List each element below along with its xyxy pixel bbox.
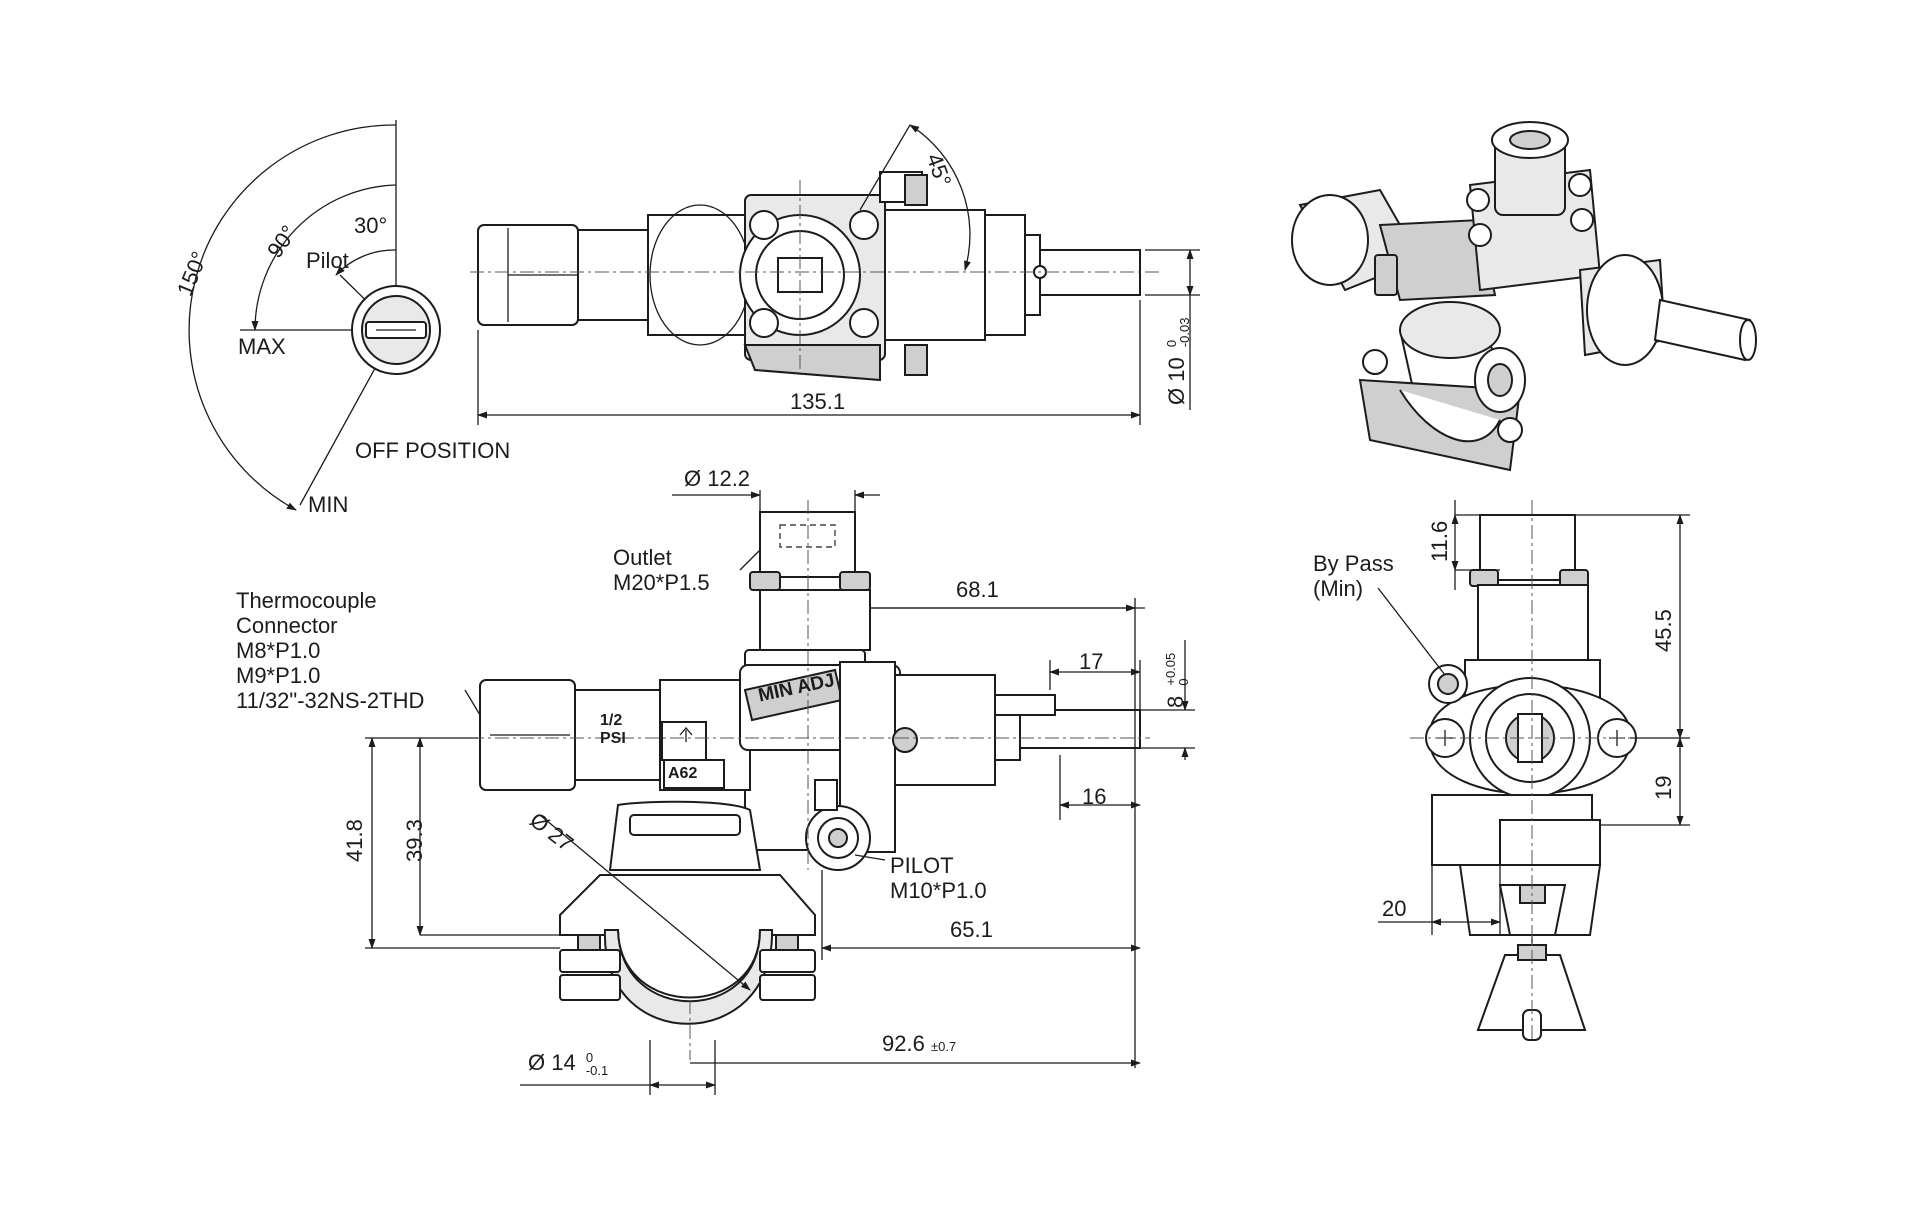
shaft-diameter-label: Ø 10 0 -0.03 [1164, 317, 1192, 405]
dim-14-tolerance: 0 -0.1 [586, 1051, 608, 1077]
dim-8-value: 8 [1163, 695, 1188, 708]
angle-30-label: 30° [354, 213, 388, 238]
dim-14-tol-lower: -0.1 [585, 1063, 609, 1078]
shaft-tol-lower: -0.03 [1177, 317, 1192, 348]
dim-14-value: Ø 14 [528, 1050, 576, 1075]
thermocouple-thread-3: 11/32"-32NS-2THD [236, 688, 425, 713]
bypass-min-label: (Min) [1313, 576, 1364, 601]
shaft-diameter-tolerance: 0 -0.03 [1164, 317, 1192, 348]
max-position-label: MAX [238, 334, 286, 359]
dim-11-6-label: 11.6 [1427, 520, 1452, 562]
min-position-label: MIN [308, 492, 349, 517]
a62-label: A62 [668, 765, 698, 782]
dim-92-6-tolerance: ±0.7 [930, 1039, 957, 1054]
knob-angle-diagram [188, 120, 441, 511]
front-view-valve [470, 500, 1150, 1060]
side-view-dimensions [1377, 500, 1690, 935]
dim-65-1-label: 65.1 [950, 917, 993, 942]
dim-20-label: 20 [1382, 896, 1407, 921]
pilot-thread-label: M10*P1.0 [890, 878, 987, 903]
pilot-label: PILOT [890, 853, 954, 878]
dim-8-label: 8 +0.05 0 [1163, 653, 1191, 708]
shaft-diameter-value: Ø 10 [1164, 357, 1189, 405]
dim-14-label: Ø 14 0 -0.1 [528, 1050, 608, 1078]
psi-label-line2: PSI [600, 730, 626, 747]
dim-45-5-label: 45.5 [1651, 609, 1676, 652]
dim-41-8-label: 41.8 [342, 819, 367, 862]
outlet-label: Outlet [613, 545, 672, 570]
dim-39-3-label: 39.3 [402, 819, 427, 862]
dim-19-label: 19 [1651, 775, 1676, 800]
top-view-dimensions [477, 124, 1200, 425]
thermocouple-thread-2: M9*P1.0 [236, 663, 321, 688]
dim-17-label: 17 [1079, 649, 1104, 674]
dim-16-label: 16 [1082, 784, 1107, 809]
knob-off-position [351, 285, 441, 375]
dim-8-tolerance: +0.05 0 [1163, 653, 1191, 686]
outlet-diameter-label: Ø 12.2 [684, 466, 751, 491]
top-view-valve [470, 171, 1160, 382]
psi-label-line1: 1/2 [600, 712, 623, 729]
front-view-dimensions [365, 490, 1195, 1095]
dim-92-6-label: 92.6 ±0.7 [882, 1032, 956, 1056]
length-135-1-label: 135.1 [790, 389, 846, 414]
isometric-valve-render [1291, 121, 1757, 472]
dim-68-1-label: 68.1 [956, 577, 999, 602]
thermocouple-label-2: Connector [236, 613, 338, 638]
off-position-label: OFF POSITION [355, 438, 511, 463]
dim-8-tol-lower: 0 [1176, 678, 1191, 686]
thermocouple-label-1: Thermocouple [236, 588, 377, 613]
outlet-thread-label: M20*P1.5 [613, 570, 710, 595]
side-view-valve [1410, 500, 1680, 1041]
thermocouple-thread-1: M8*P1.0 [236, 638, 321, 663]
dim-14-tol-upper: 0 [585, 1050, 594, 1065]
dim-92-6-value: 92.6 [882, 1031, 925, 1056]
pilot-position-label: Pilot [306, 248, 349, 273]
bypass-label: By Pass [1313, 551, 1394, 576]
